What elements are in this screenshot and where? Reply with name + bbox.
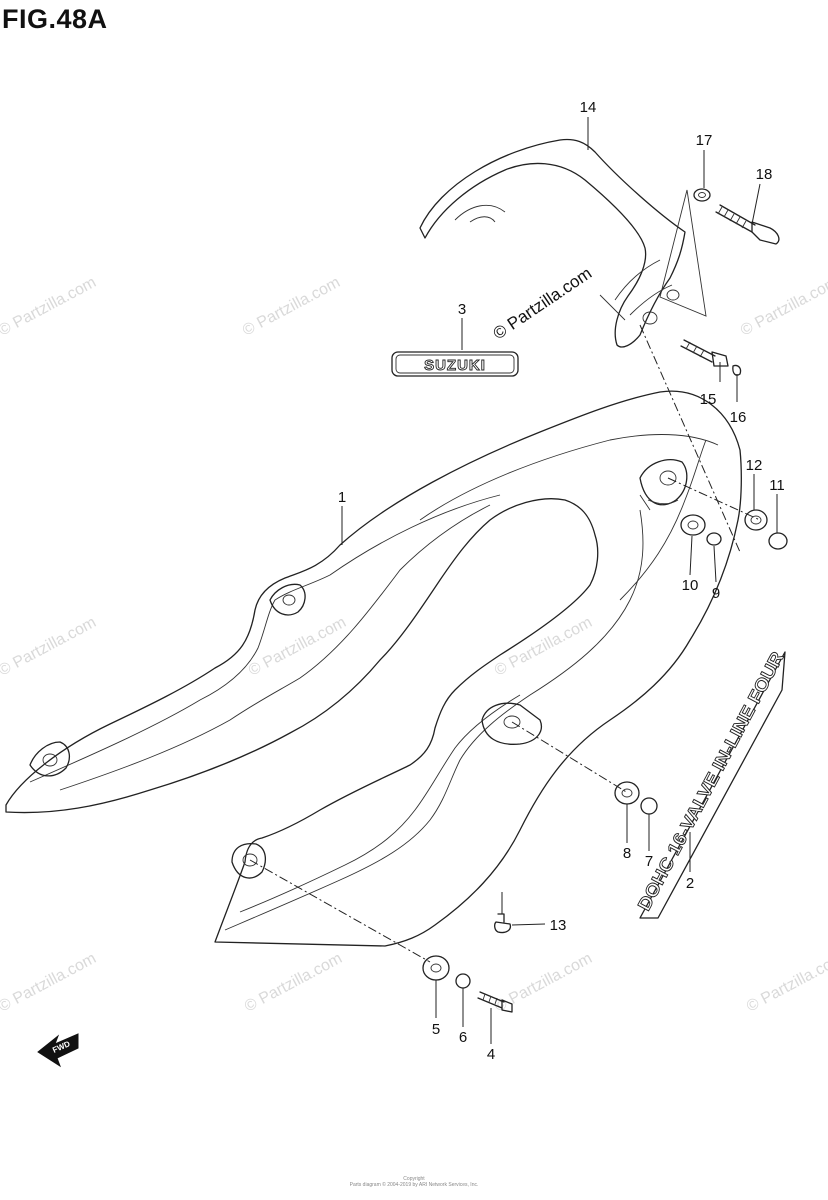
watermark: © Partzilla.com: [0, 274, 99, 340]
watermark-primary: © Partzilla.com: [490, 264, 596, 344]
callout-10[interactable]: 10: [682, 577, 699, 594]
washer-17[interactable]: [693, 188, 711, 202]
grommet-12[interactable]: [744, 509, 768, 531]
fwd-arrow-icon: FWD: [37, 1033, 79, 1068]
callout-9[interactable]: 9: [712, 585, 720, 602]
callout-13[interactable]: 13: [550, 917, 567, 934]
footer-line-2: Parts diagram © 2004-2019 by ARI Network…: [349, 1182, 479, 1188]
cap-16[interactable]: [732, 364, 742, 376]
bolt-15[interactable]: [680, 339, 729, 367]
leader-lines: [341, 117, 778, 1044]
footer-line-1: Copyright: [403, 1176, 425, 1182]
callout-3[interactable]: 3: [458, 301, 466, 318]
callout-labels: 14 17 18 3 15 16 1 12 11 10 9 8 7 2 13 5…: [338, 99, 785, 1063]
suzuki-emblem[interactable]: SUZUKI: [391, 351, 519, 377]
grab-rail[interactable]: [419, 138, 707, 348]
callout-18[interactable]: 18: [756, 166, 773, 183]
collar-9[interactable]: [706, 532, 722, 546]
callout-7[interactable]: 7: [645, 853, 653, 870]
grommet-5[interactable]: [422, 955, 450, 981]
callout-8[interactable]: 8: [623, 845, 631, 862]
emblem-text: SUZUKI: [424, 357, 486, 374]
grommet-8[interactable]: [614, 781, 640, 805]
callout-16[interactable]: 16: [730, 409, 747, 426]
bolt-4[interactable]: [477, 991, 513, 1013]
watermark: © Partzilla.com: [738, 274, 828, 340]
seat-tail-cover[interactable]: [5, 390, 742, 947]
watermark: © Partzilla.com: [242, 950, 345, 1016]
collar-6[interactable]: [455, 973, 471, 989]
watermark: © Partzilla.com: [744, 950, 828, 1016]
grommet-10[interactable]: [680, 514, 706, 536]
watermark: © Partzilla.com: [492, 950, 595, 1016]
callout-6[interactable]: 6: [459, 1029, 467, 1046]
callout-4[interactable]: 4: [487, 1046, 495, 1063]
assembly-lines: [249, 324, 761, 963]
copyright-footer: Copyright Parts diagram © 2004-2019 by A…: [0, 1176, 828, 1188]
callout-14[interactable]: 14: [580, 99, 597, 116]
watermark: © Partzilla.com: [0, 614, 99, 680]
collar-7[interactable]: [640, 797, 658, 815]
callout-2[interactable]: 2: [686, 875, 694, 892]
watermark: © Partzilla.com: [0, 950, 99, 1016]
watermark: © Partzilla.com: [240, 274, 343, 340]
decal-text: DOHC 16-VALVE IN-LINE FOUR: [634, 648, 788, 913]
collar-11[interactable]: [768, 532, 788, 550]
callout-17[interactable]: 17: [696, 132, 713, 149]
side-decal[interactable]: DOHC 16-VALVE IN-LINE FOUR: [633, 648, 788, 919]
callout-15[interactable]: 15: [700, 391, 717, 408]
callout-5[interactable]: 5: [432, 1021, 440, 1038]
bolt-18[interactable]: [715, 204, 780, 245]
screw-13[interactable]: [494, 913, 512, 934]
watermark: © Partzilla.com: [492, 614, 595, 680]
callout-1[interactable]: 1: [338, 489, 346, 506]
figure-title: FIG.48A: [2, 4, 108, 34]
callout-11[interactable]: 11: [769, 477, 785, 494]
callout-12[interactable]: 12: [746, 457, 763, 474]
watermark: © Partzilla.com: [246, 614, 349, 680]
